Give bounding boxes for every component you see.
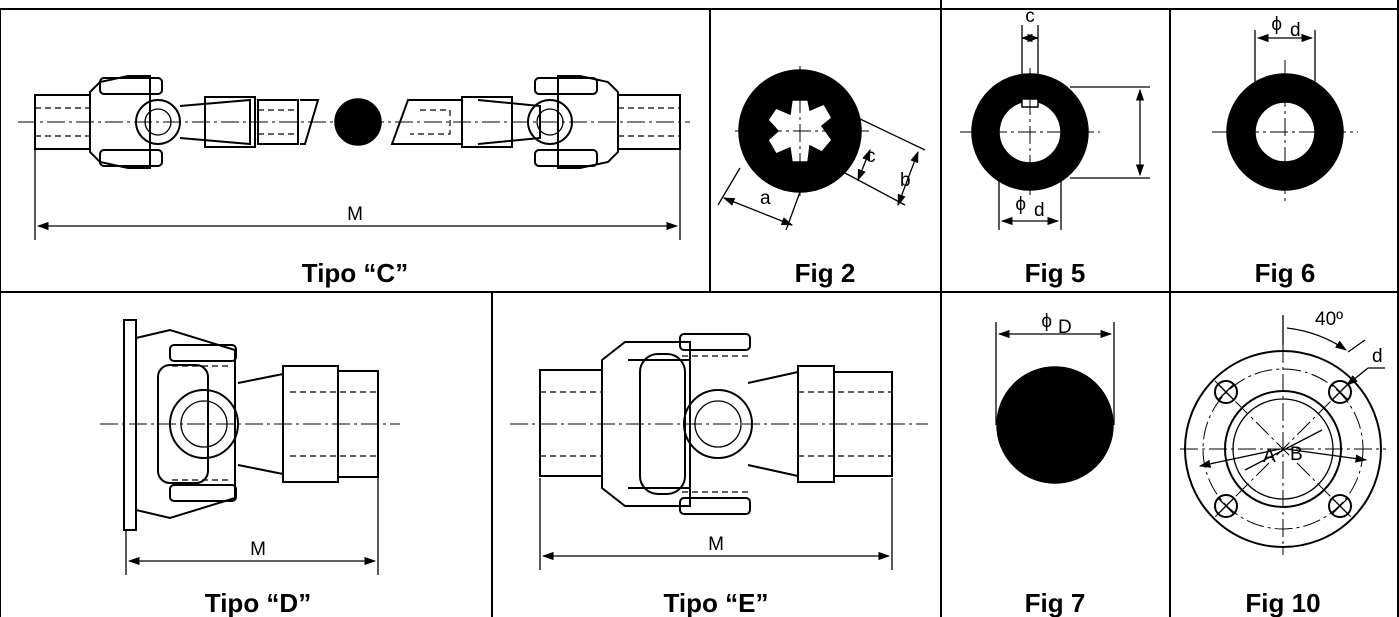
dim-D-fig-7: D [1058,317,1072,338]
caption-fig-5: Fig 5 [1025,258,1086,288]
label-b-fig-10: B [1290,444,1303,465]
caption-fig-6: Fig 6 [1255,258,1316,288]
drawing-tipo-d [100,319,400,575]
dim-d-fig-6: d [1290,20,1301,41]
drawing-fig-6 [1212,30,1358,205]
dim-c-fig-5: c [1025,6,1035,27]
dim-c-fig-2: c [866,146,876,167]
caption-fig-2: Fig 2 [795,258,856,288]
dim-a-fig-2: a [760,188,771,209]
caption-tipo-c: Tipo “C” [302,258,408,288]
dim-b-fig-2: b [900,170,911,191]
dim-m-tipo-d: M [250,539,266,560]
drawing-fig-2 [717,66,926,231]
caption-tipo-d: Tipo “D” [205,588,311,617]
label-a-fig-10: A [1263,446,1276,467]
dim-d-fig-5: d [1034,200,1045,221]
dim-d-fig-10: d [1372,346,1383,367]
drawing-fig-7 [995,322,1115,484]
drawing-tipo-e [510,333,928,570]
angle-fig-10: 40º [1315,309,1343,330]
phi-symbol-fig-6: ϕ [1271,14,1282,35]
phi-symbol-fig-5: ϕ [1015,194,1026,215]
phi-symbol-fig-7: ϕ [1041,311,1052,332]
dim-m-tipo-c: M [347,204,363,225]
caption-tipo-e: Tipo “E” [664,588,769,617]
drawing-fig-5 [960,25,1150,230]
caption-fig-10: Fig 10 [1245,588,1320,617]
caption-fig-7: Fig 7 [1025,588,1086,617]
dim-m-tipo-e: M [708,534,724,555]
drawing-fig-10 [1180,315,1386,555]
drawing-tipo-c [18,75,690,240]
